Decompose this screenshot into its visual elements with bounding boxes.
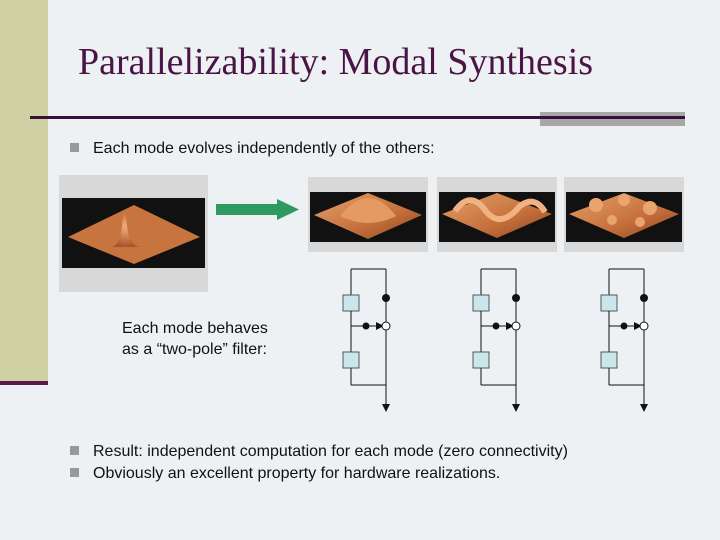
mode-surface-plot-icon [564,177,684,252]
bullet-text: Result: independent computation for each… [93,443,568,460]
filter-caption: Each mode behaves as a “two-pole” filter… [122,318,268,360]
caption-line: Each mode behaves [122,320,268,337]
mode-surface-plot-icon [308,177,428,252]
accent-band-underline [0,381,48,385]
bullet-text: Obviously an excellent property for hard… [93,465,501,482]
bullet-item-top: Each mode evolves independently of the o… [70,140,435,158]
bullet-square-icon [70,468,79,477]
accent-band [0,0,48,382]
bullet-item-property: Obviously an excellent property for hard… [70,465,500,483]
title-rule [30,116,685,119]
bullet-square-icon [70,143,79,152]
slide-title: Parallelizability: Modal Synthesis [78,41,594,83]
caption-line: as a “two-pole” filter: [122,341,267,358]
two-pole-filter-diagram-icon [342,268,649,412]
right-arrow-icon [216,199,299,220]
bullet-square-icon [70,446,79,455]
bullet-item-result: Result: independent computation for each… [70,443,568,461]
title-rule-accent [540,112,685,126]
gaussian-surface-plot-icon [59,175,208,292]
mode-surface-plot-icon [437,177,557,252]
bullet-text: Each mode evolves independently of the o… [93,140,435,157]
